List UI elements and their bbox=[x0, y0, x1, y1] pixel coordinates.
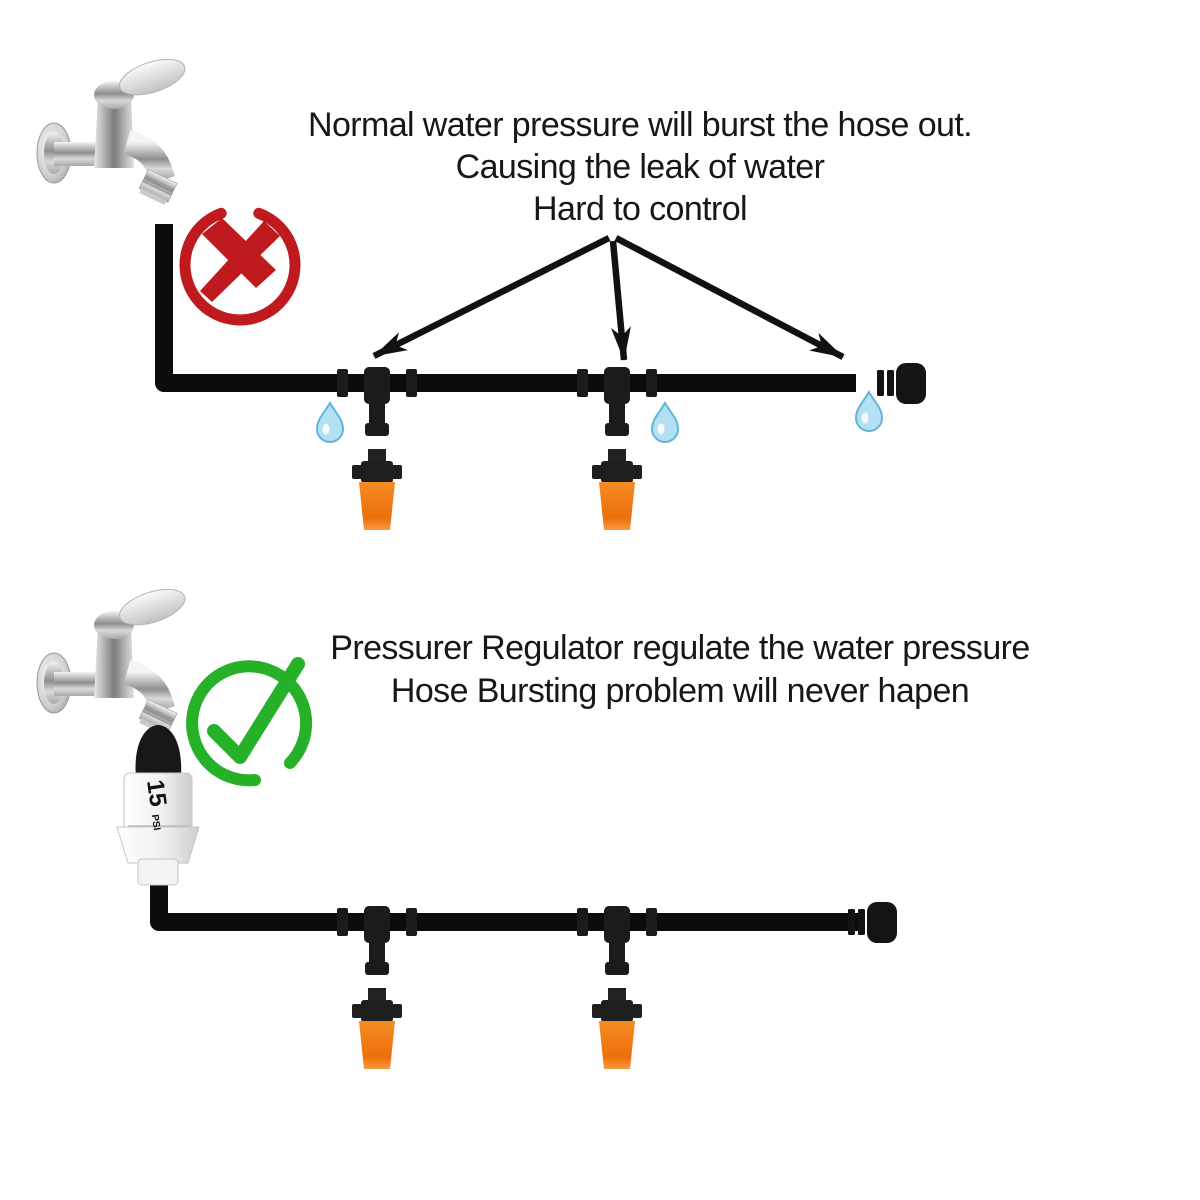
dripper-nozzle bbox=[352, 449, 402, 530]
caption-line: Normal water pressure will burst the hos… bbox=[307, 106, 973, 144]
water-drop-icon bbox=[651, 402, 679, 443]
bottom-scenario: 15 PSI bbox=[37, 582, 897, 1069]
dripper-nozzle bbox=[592, 988, 642, 1069]
leak-arrow bbox=[614, 235, 845, 360]
bottom-caption: Pressurer Regulator regulate the water p… bbox=[160, 627, 1200, 713]
caption-line: Hose Bursting problem will never hapen bbox=[390, 672, 970, 710]
caption-line: Hard to control bbox=[533, 190, 748, 228]
green-check-stamp-icon bbox=[186, 657, 313, 787]
pipe-end-cap bbox=[877, 363, 926, 404]
water-drop-icon bbox=[855, 391, 883, 432]
dripper-nozzle bbox=[592, 449, 642, 530]
caption-line: Causing the leak of water bbox=[455, 148, 825, 186]
caption-line: Pressurer Regulator regulate the water p… bbox=[330, 629, 1030, 667]
leak-arrow bbox=[609, 240, 631, 361]
regulator-label: 15 PSI bbox=[141, 778, 175, 832]
pressure-regulator: 15 PSI bbox=[116, 725, 200, 886]
top-scenario bbox=[37, 52, 926, 530]
leak-arrows bbox=[372, 235, 845, 361]
supply-pipe bbox=[150, 870, 858, 931]
dripper-nozzle bbox=[352, 988, 402, 1069]
supply-pipe bbox=[155, 224, 856, 392]
red-x-stamp-icon bbox=[179, 207, 301, 326]
water-drop-icon bbox=[316, 402, 344, 443]
leak-arrow bbox=[372, 235, 611, 359]
top-caption: Normal water pressure will burst the hos… bbox=[120, 104, 1160, 230]
